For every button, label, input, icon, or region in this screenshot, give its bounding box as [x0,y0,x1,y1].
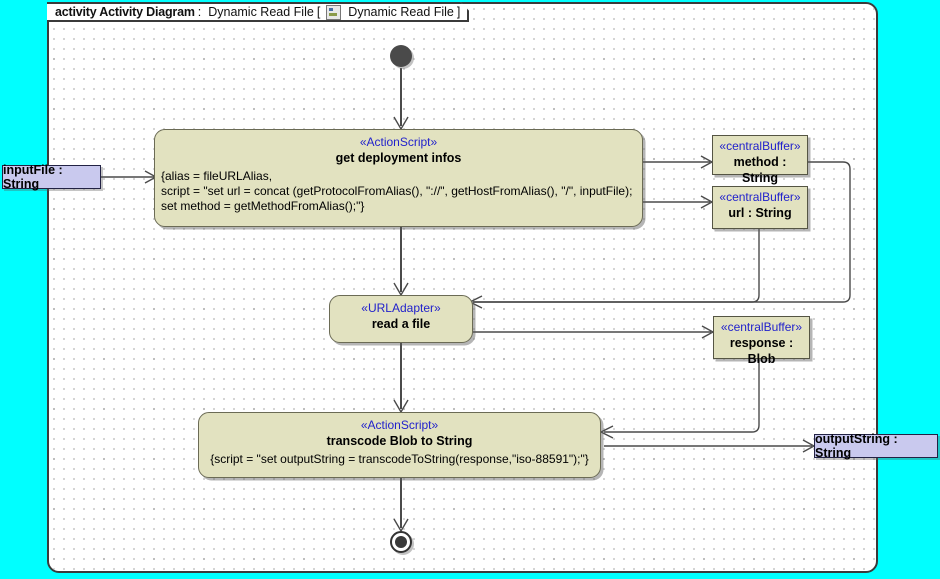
central-buffer-response[interactable]: «centralBuffer» response : Blob [713,316,810,366]
frame-keyword: activity Activity Diagram [55,5,195,19]
action-name: get deployment infos [335,151,462,165]
central-buffer-url[interactable]: «centralBuffer» url : String [712,186,808,229]
action-name: transcode Blob to String [326,434,473,448]
stereotype-label: «centralBuffer» [719,139,801,153]
action-get-deployment-infos[interactable]: «ActionScript» get deployment infos {ali… [154,129,643,227]
pin-output-string[interactable]: outputString : String [814,432,938,460]
buffer-name: response : Blob [729,336,794,366]
stereotype-label: «URLAdapter» [361,301,441,315]
activity-diagram-icon [326,5,341,20]
stereotype-label: «ActionScript» [359,135,438,149]
action-name: read a file [371,317,431,331]
final-node-core [395,536,407,548]
pin-label: outputString : String [815,432,898,460]
activity-diagram-frame [47,2,878,573]
activity-final-node[interactable] [390,531,412,553]
stereotype-label: «ActionScript» [360,418,439,432]
action-body: {alias = fileURLAlias, script = "set url… [161,169,633,213]
stereotype-label: «centralBuffer» [719,190,801,204]
action-transcode-blob-to-string[interactable]: «ActionScript» transcode Blob to String … [198,412,601,478]
action-body: {script = "set outputString = transcodeT… [210,452,589,466]
buffer-name: method : String [733,155,787,185]
central-buffer-method[interactable]: «centralBuffer» method : String [712,135,808,185]
action-read-a-file[interactable]: «URLAdapter» read a file [329,295,473,343]
frame-tab-label: Dynamic Read File [348,5,454,19]
pin-input-file[interactable]: inputFile : String [2,163,101,191]
frame-name: Dynamic Read File [208,5,314,19]
frame-bracket-open: [ [316,5,321,19]
buffer-name: url : String [728,206,792,220]
canvas-grid [49,4,876,571]
frame-colon: : [197,5,202,19]
pin-label: inputFile : String [3,163,63,191]
diagram-frame-title: activity Activity Diagram : Dynamic Read… [47,2,469,22]
initial-node[interactable] [390,45,412,67]
stereotype-label: «centralBuffer» [720,320,803,334]
frame-bracket-close: ] [456,5,461,19]
